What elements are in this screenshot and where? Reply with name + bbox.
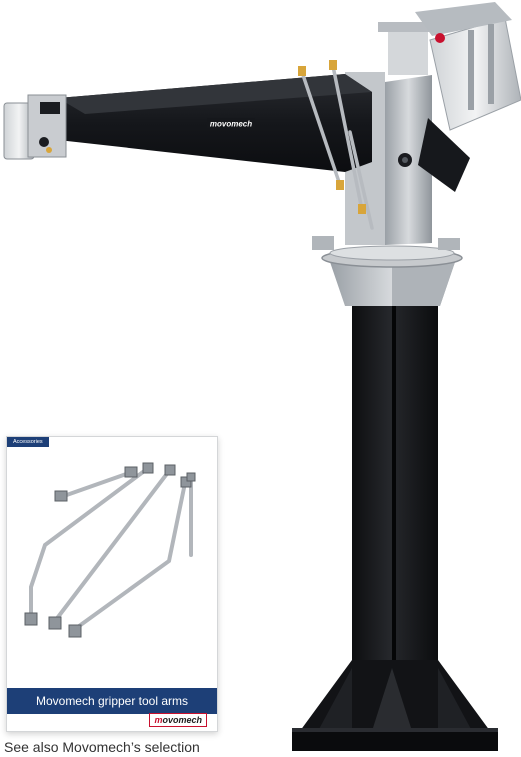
brochure-logo-text: ovomech: [162, 715, 202, 725]
brochure-card[interactable]: Accessories Movomech gripper tool arm: [6, 436, 218, 732]
see-also-caption: See also Movomech’s selection: [4, 739, 200, 755]
tie-rods: [300, 64, 374, 230]
column-head: [312, 236, 463, 306]
main-arm: movomech: [58, 74, 372, 172]
brochure-tab: Accessories: [7, 437, 49, 447]
pneumatic-cylinder: [415, 2, 521, 131]
brochure-logo: movomech: [149, 713, 207, 727]
gripper-arms-illustration: [24, 462, 196, 638]
pivot-frame: [345, 22, 432, 245]
rear-arm: [418, 118, 470, 192]
tie-rod-fittings: [298, 60, 366, 214]
brochure-title-banner: Movomech gripper tool arms: [7, 688, 217, 714]
arm-end-interface: [3, 94, 67, 160]
column-post: [292, 305, 498, 751]
arm-logo-text: movomech: [210, 120, 252, 129]
